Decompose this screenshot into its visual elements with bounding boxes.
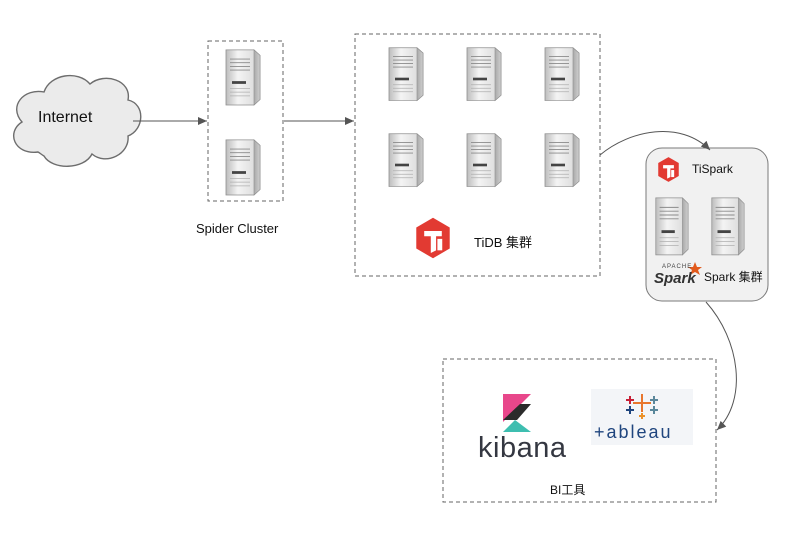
tidb-logo-icon — [416, 217, 450, 259]
server-icon — [388, 47, 424, 102]
kibana-wordmark: kibana — [478, 432, 567, 464]
server-icon — [655, 197, 689, 256]
spark-cluster-label: Spark 集群 — [704, 270, 763, 284]
tidb-to-tispark-arrow — [599, 131, 711, 156]
bi-tools-label: BI工具 — [550, 483, 586, 497]
server-icon — [711, 197, 745, 256]
server-icon — [544, 133, 580, 188]
tispark-label: TiSpark — [692, 162, 733, 176]
spider-cluster-label: Spider Cluster — [196, 221, 279, 236]
server-icon — [225, 49, 261, 106]
tableau-logo-icon — [591, 389, 693, 445]
tispark-to-bi-arrow — [705, 301, 737, 431]
tableau-wordmark: +ableau — [594, 422, 673, 442]
internet-label: Internet — [38, 109, 93, 126]
spark-logo-icon — [688, 262, 702, 275]
spark-logo-small-text: APACHE — [662, 264, 693, 270]
server-icon — [388, 133, 424, 188]
tidb-cluster-label: TiDB 集群 — [474, 235, 533, 250]
cloud-icon — [13, 74, 142, 167]
kibana-logo-icon — [503, 394, 531, 432]
bi-tools-box — [442, 358, 717, 503]
server-icon — [466, 47, 502, 102]
spark-logo-text: Spark — [654, 270, 696, 287]
server-icon — [466, 133, 502, 188]
server-icon — [225, 139, 261, 196]
spider-cluster-box — [207, 40, 284, 202]
server-icon — [544, 47, 580, 102]
